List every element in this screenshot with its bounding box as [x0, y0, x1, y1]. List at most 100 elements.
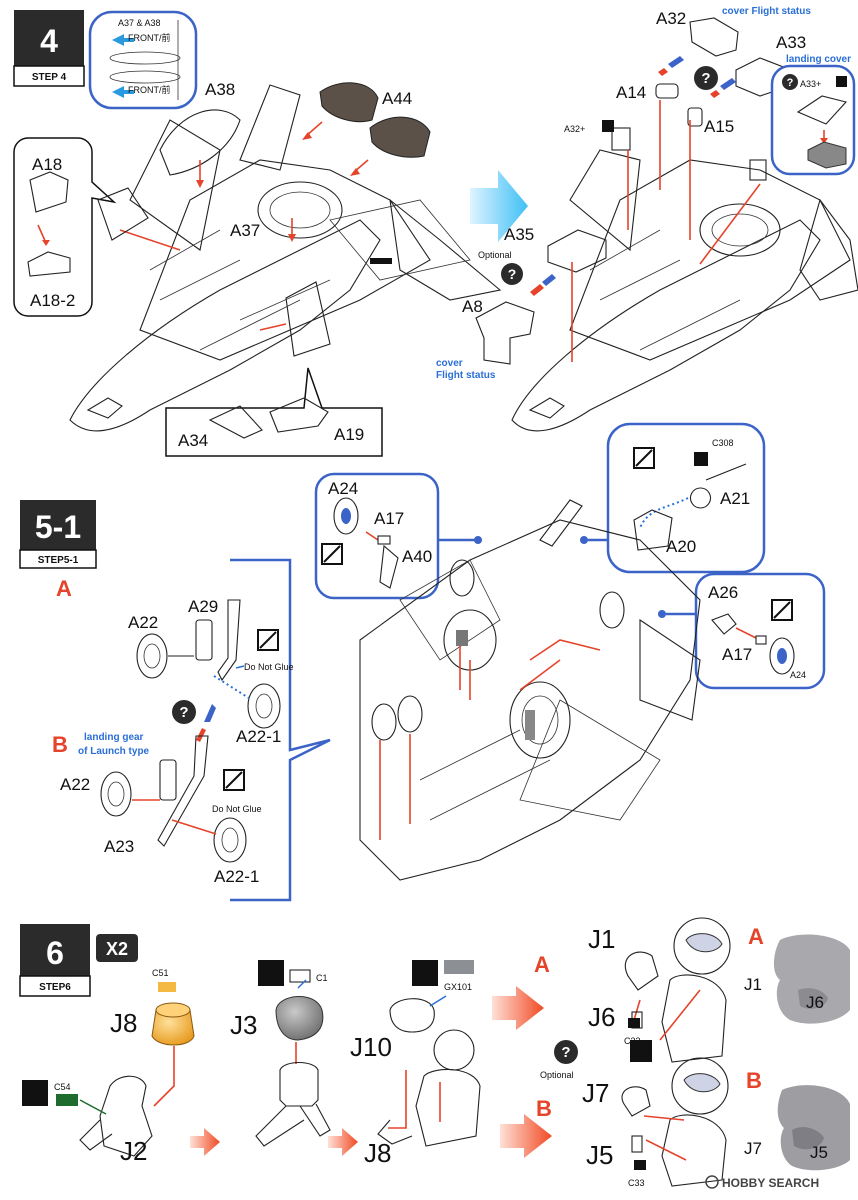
label-optional-6: Optional — [540, 1070, 574, 1080]
flight-status-bottom: Flight status — [436, 370, 496, 381]
label-j8: J8 — [110, 1008, 137, 1038]
label-a17-r: A17 — [722, 645, 752, 664]
label-a21: A21 — [720, 489, 750, 508]
photo-j7-label: J7 — [744, 1139, 762, 1158]
question-icon — [694, 66, 718, 90]
label-a24-r: A24 — [790, 670, 806, 680]
step4-badge: 4 STEP 4 — [13, 10, 85, 87]
part-a44 — [319, 82, 431, 158]
inset-front-top: FRONT/前 — [128, 32, 171, 43]
gear-bracket — [230, 558, 331, 902]
svg-text:?: ? — [508, 266, 517, 282]
watermark: HOBBY SEARCH — [722, 1176, 819, 1190]
step51-number: 5-1 — [35, 509, 81, 545]
landing-cover-inset: landing cover ? A33+ — [770, 54, 856, 176]
option-a-label: A — [534, 952, 550, 977]
inset-front-bottom: FRONT/前 — [128, 84, 171, 95]
question-icon — [554, 1040, 578, 1064]
label-a33-plus: A33+ — [800, 79, 821, 89]
step6-number: 6 — [46, 935, 64, 971]
step51-jet — [359, 499, 701, 881]
label-do-not-glue-b: Do Not Glue — [212, 804, 262, 814]
label-a22-b: A22 — [60, 775, 90, 794]
label-optional-4: Optional — [478, 250, 512, 260]
step4-direction-inset: A37 & A38 FRONT/前 FRONT/前 — [88, 10, 198, 110]
label-a40: A40 — [402, 547, 432, 566]
landing-cover-title: landing cover — [786, 54, 851, 65]
front-arrow-icon — [112, 86, 134, 98]
label-a15: A15 — [704, 117, 734, 136]
label-j5: J5 — [586, 1140, 613, 1170]
paint-swatch-gray — [444, 960, 474, 974]
step4-number: 4 — [40, 23, 58, 59]
cover-flight-status-top: cover Flight status — [722, 6, 811, 17]
label-a22: A22 — [128, 613, 158, 632]
paint-swatch-green — [56, 1094, 78, 1106]
step51-badge: 5-1 STEP5-1 — [19, 500, 97, 569]
part-a38 — [159, 109, 241, 176]
svg-text:?: ? — [787, 77, 794, 89]
question-icon — [172, 700, 196, 724]
step6-tag: STEP6 — [39, 982, 71, 993]
photo-option-a — [770, 928, 850, 1028]
part-a8 — [475, 301, 535, 365]
label-j3: J3 — [230, 1010, 257, 1040]
paint-icon — [22, 1080, 48, 1106]
label-a18-2: A18-2 — [30, 291, 75, 310]
label-a32-plus: A32+ — [564, 124, 585, 134]
gear-type-b — [100, 735, 247, 863]
svg-text:?: ? — [701, 70, 710, 87]
label-j10: J10 — [350, 1032, 392, 1062]
paint-icon — [412, 960, 438, 986]
label-a17: A17 — [374, 509, 404, 528]
part-j8-seated — [255, 1061, 331, 1147]
landing-gear-line2: of Launch type — [78, 746, 150, 757]
part-j3-helmet — [275, 996, 324, 1041]
photo-b-label: B — [746, 1068, 762, 1093]
label-a29: A29 — [188, 597, 218, 616]
label-a35: A35 — [504, 225, 534, 244]
step4-jet-right — [511, 127, 858, 432]
watermark-logo-icon — [705, 1175, 719, 1189]
label-j7: J7 — [582, 1078, 609, 1108]
landing-gear-line1: landing gear — [84, 732, 144, 743]
option-b-label: B — [536, 1096, 552, 1121]
paint-icon — [258, 960, 284, 986]
label-a20: A20 — [666, 537, 696, 556]
photo-a-label: A — [748, 924, 764, 949]
section-a-label: A — [56, 576, 72, 601]
label-c308: C308 — [712, 438, 734, 448]
next-arrow-icon — [190, 1128, 220, 1156]
gear-type-a — [136, 599, 281, 729]
label-a34: A34 — [178, 431, 208, 450]
a34-a19-callout — [165, 367, 383, 457]
multiplier-text: X2 — [106, 939, 128, 959]
step51-tag: STEP5-1 — [38, 555, 79, 566]
part-j8-yellow — [151, 1009, 195, 1046]
photo-option-b — [770, 1080, 854, 1176]
cover-bottom: cover — [436, 358, 463, 369]
label-j8-b: J8 — [364, 1138, 391, 1168]
inset-title: A37 & A38 — [118, 18, 161, 28]
photo-j5-label: J5 — [810, 1143, 828, 1162]
label-gx101: GX101 — [444, 982, 472, 992]
callout-main-gear — [658, 572, 826, 690]
photo-j1-label: J1 — [744, 975, 762, 994]
label-j6: J6 — [588, 1002, 615, 1032]
svg-text:?: ? — [179, 704, 188, 721]
paint-swatch-yellow — [158, 982, 176, 992]
question-icon — [501, 263, 523, 285]
paint-icon — [602, 120, 614, 132]
label-a22-1-b: A22-1 — [214, 867, 259, 886]
callout-nose-gear — [314, 472, 482, 600]
label-do-not-glue-a: Do Not Glue — [244, 662, 294, 672]
part-j2 — [79, 1075, 153, 1157]
part-figure-j8 — [377, 1029, 481, 1147]
label-a26: A26 — [708, 583, 738, 602]
callout-a21-a20 — [580, 422, 766, 574]
step6-badge: 6 STEP6 — [19, 924, 91, 997]
step4-tag: STEP 4 — [32, 72, 67, 83]
option-a-arrow — [492, 986, 544, 1030]
label-a8: A8 — [462, 297, 483, 316]
